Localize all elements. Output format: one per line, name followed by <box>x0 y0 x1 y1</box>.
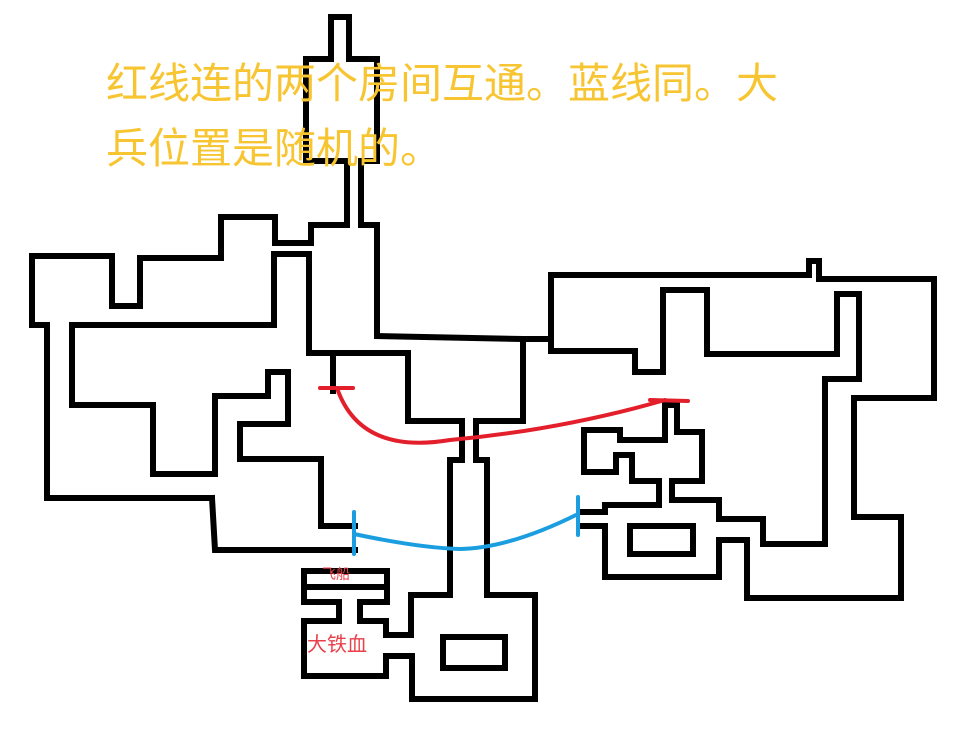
red-tick-right <box>648 398 690 403</box>
airship-room <box>301 568 390 605</box>
right-rooms <box>576 402 766 547</box>
right-inner-rect <box>627 523 696 557</box>
central-room <box>208 494 358 553</box>
note-line-1: 红线连的两个房间互通。蓝线同。大 <box>106 59 779 108</box>
right-outer <box>548 258 937 601</box>
boss-room-right <box>357 599 389 638</box>
tower-top <box>328 14 352 62</box>
corridor-right <box>383 336 538 702</box>
right-inner <box>548 287 862 547</box>
blue-link <box>352 495 580 556</box>
red-curve <box>335 386 667 445</box>
left-inner <box>69 251 336 477</box>
note-line-2: 兵位置是随机的。 <box>106 124 443 173</box>
red-link <box>318 386 690 445</box>
big-boss-label: 大铁血 <box>307 632 367 656</box>
walls <box>29 14 937 702</box>
bottom-inner-rect <box>440 634 508 671</box>
blue-curve <box>352 512 580 552</box>
tower-box-right <box>346 56 554 342</box>
airship-label: 飞船 <box>322 567 350 583</box>
tower-box <box>29 56 350 501</box>
corridor-left <box>336 350 465 638</box>
boss-room <box>301 599 389 679</box>
central-room-inner <box>212 369 358 529</box>
